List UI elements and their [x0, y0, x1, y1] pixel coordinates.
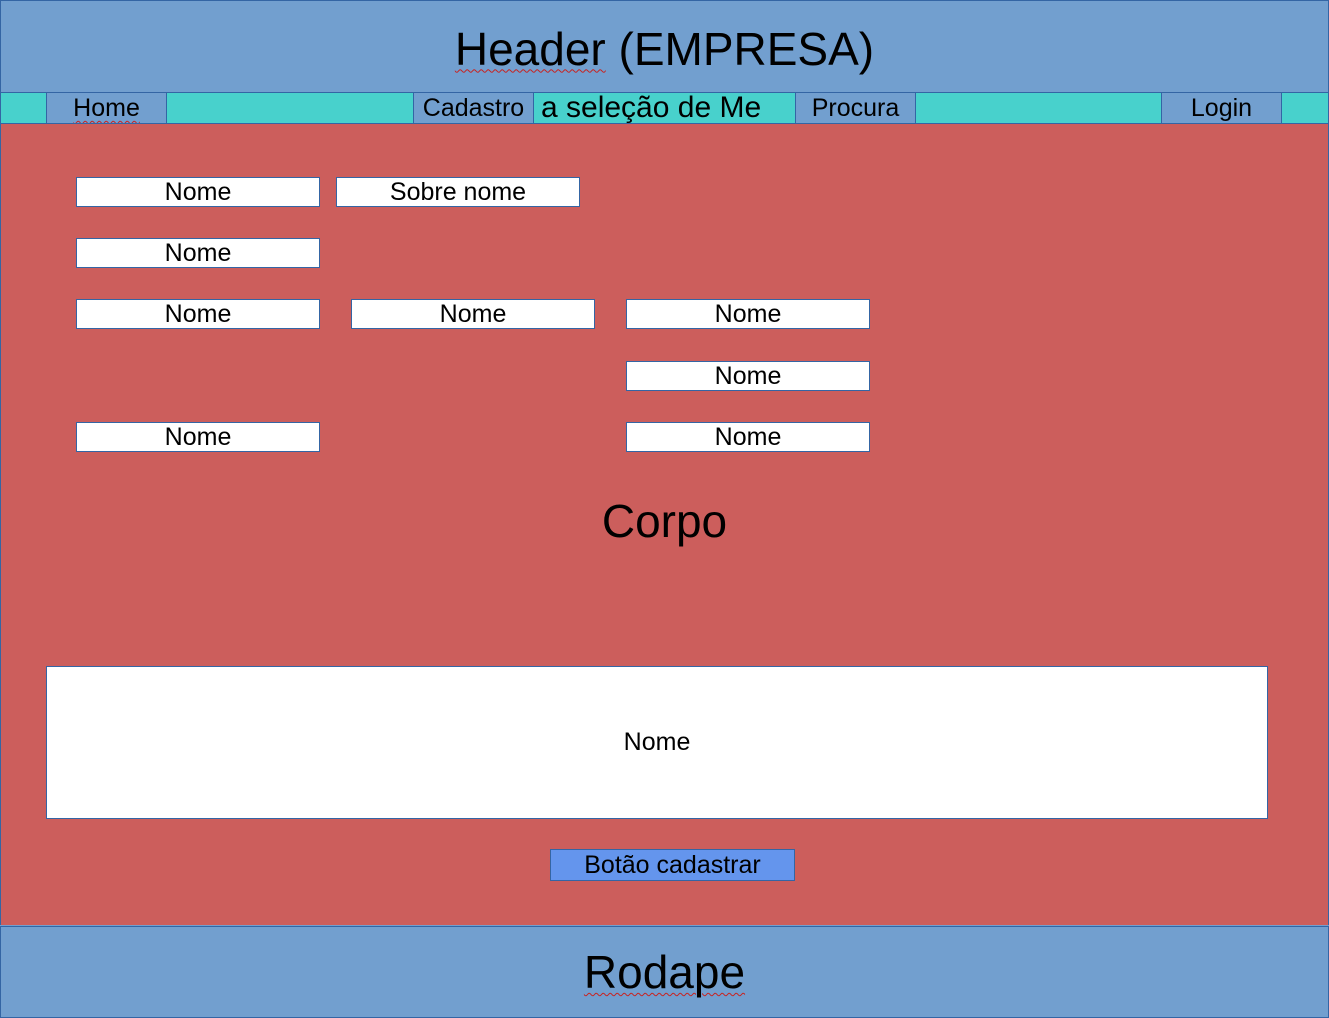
header-title-rest: (EMPRESA): [605, 22, 875, 75]
nome-field-2[interactable]: Nome: [76, 238, 320, 268]
nome-field-4[interactable]: Nome: [351, 299, 595, 329]
nav-center-text: a seleção de Me: [541, 92, 762, 124]
nome-field-6[interactable]: Nome: [626, 361, 870, 391]
nav-home-label: Home: [73, 94, 140, 122]
nome-field-3[interactable]: Nome: [76, 299, 320, 329]
cadastrar-button[interactable]: Botão cadastrar: [550, 849, 795, 881]
header: Header (EMPRESA): [0, 0, 1329, 93]
body-label: Corpo: [601, 495, 728, 547]
footer-title: Rodape: [583, 946, 746, 998]
nav-procura-label: Procura: [811, 94, 900, 122]
nav-home-button[interactable]: Home: [46, 93, 167, 123]
nav-login-button[interactable]: Login: [1161, 93, 1282, 123]
sobre-nome-field[interactable]: Sobre nome: [336, 177, 580, 207]
nome-field-5[interactable]: Nome: [626, 299, 870, 329]
nav-cadastro-button[interactable]: Cadastro: [413, 93, 534, 123]
nav-procura-button[interactable]: Procura: [795, 93, 916, 123]
header-title-main: Header: [454, 22, 606, 75]
nome-field-8[interactable]: Nome: [626, 422, 870, 452]
header-title: Header (EMPRESA): [455, 26, 874, 72]
nav-login-label: Login: [1190, 94, 1253, 122]
nome-textarea[interactable]: Nome: [46, 666, 1268, 819]
nome-textarea-text: Nome: [623, 728, 691, 756]
nome-field-1[interactable]: Nome: [76, 177, 320, 207]
nome-field-7[interactable]: Nome: [76, 422, 320, 452]
nav-cadastro-label: Cadastro: [422, 94, 525, 122]
footer: Rodape: [0, 926, 1329, 1018]
navbar: a seleção de Me Home Cadastro Procura Lo…: [0, 92, 1329, 124]
body-area: Nome Sobre nome Nome Nome Nome Nome Nome…: [0, 124, 1329, 925]
